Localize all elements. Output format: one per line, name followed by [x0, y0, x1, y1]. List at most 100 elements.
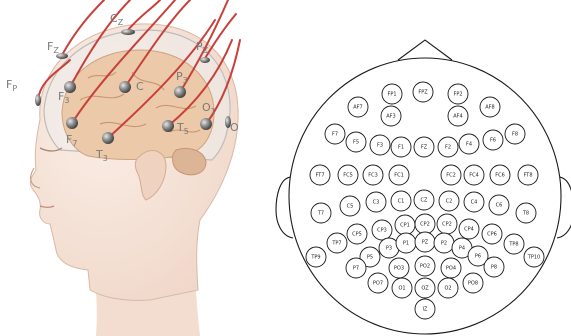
electrode-f1-10: F1 [391, 137, 411, 157]
electrode-label: C1 [398, 199, 405, 205]
electrode-label: F2 [445, 145, 451, 151]
head-illustration: CZ FZ PZ FP F3 C P3 F7 T3 T5 O1 O [6, 0, 240, 336]
electrode-label: CP6 [487, 232, 497, 238]
electrode-label: FC3 [368, 173, 378, 179]
electrode-tp7-40: TP7 [327, 233, 347, 253]
electrode-label: FC6 [495, 173, 505, 179]
electrode-fc5-17: FC5 [338, 165, 358, 185]
electrode-label: P7 [353, 266, 359, 272]
electrode-label: O2 [444, 286, 451, 292]
electrode-tp10-43: TP10 [524, 247, 544, 267]
electrode-label: FZ [421, 145, 428, 151]
electrode-fp-marker [35, 94, 41, 106]
electrode-label: T7 [317, 211, 324, 217]
electrode-f6-14: F6 [483, 130, 503, 150]
electrode-label: C2 [446, 199, 453, 205]
electrode-cp6-39: CP6 [482, 224, 502, 244]
electrode-label: AF7 [353, 105, 362, 111]
electrode-fc3-18: FC3 [363, 165, 383, 185]
electrode-label: PO2 [420, 264, 430, 270]
electrode-cp1-35: CP1 [395, 215, 415, 235]
electrode-c4-30: C4 [464, 192, 484, 212]
electrode-cp5-33: CP5 [347, 224, 367, 244]
electrode-label: FP1 [387, 92, 396, 98]
electrode-label: TP8 [508, 242, 518, 248]
electrode-p1-46: P1 [396, 233, 416, 253]
electrode-label: AF4 [453, 114, 462, 120]
electrode-label: F6 [490, 138, 496, 144]
electrode-f7-marker [66, 117, 78, 129]
electrode-label: P6 [475, 254, 481, 260]
electrode-f2-12: F2 [438, 137, 458, 157]
electrode-t8-32: T8 [516, 203, 536, 223]
electrode-fz-11: FZ [414, 137, 434, 157]
electrode-label: PO8 [468, 281, 478, 287]
electrode-label: FP2 [453, 92, 462, 98]
electrode-fp1-0: FP1 [382, 84, 402, 104]
electrode-cp3-34: CP3 [372, 220, 392, 240]
electrode-label: C6 [496, 203, 503, 209]
electrode-tp8-41: TP8 [504, 234, 524, 254]
electrode-fc4-21: FC4 [464, 165, 484, 185]
electrode-label: P2 [441, 241, 447, 247]
electrode-f5-8: F5 [346, 132, 366, 152]
electrode-fc1-19: FC1 [389, 165, 409, 185]
electrode-label: PO3 [394, 266, 404, 272]
electrode-cp2-37: CP2 [437, 214, 457, 234]
electrode-label: C5 [347, 204, 354, 210]
electrode-f3-marker [64, 81, 76, 93]
electrode-label: O1 [398, 286, 405, 292]
label-pz: PZ [196, 40, 209, 55]
electrode-c-marker [119, 81, 131, 93]
electrode-label: TP7 [331, 241, 341, 247]
electrode-o2-59: O2 [438, 278, 458, 298]
electrode-af3-4: AF3 [381, 106, 401, 126]
label-fp: FP [6, 78, 17, 93]
electrode-label: F4 [466, 142, 472, 148]
electrode-label: CP4 [464, 227, 474, 233]
electrode-label: FT7 [315, 173, 324, 179]
label-cz: CZ [110, 12, 124, 27]
electrode-label: PO7 [373, 281, 383, 287]
electrode-c1-27: C1 [391, 191, 411, 211]
electrode-label: IZ [423, 307, 428, 313]
electrode-c6-31: C6 [489, 195, 509, 215]
label-c: C [136, 80, 144, 93]
electrode-po2-54: PO2 [415, 256, 435, 276]
electrode-p2-48: P2 [434, 233, 454, 253]
electrode-label: CP3 [377, 228, 387, 234]
electrode-label: P1 [403, 241, 409, 247]
electrode-label: FC4 [469, 173, 479, 179]
electrode-t5-marker [162, 120, 174, 132]
electrode-label: CP1 [400, 223, 410, 229]
electrode-cp4-38: CP4 [459, 219, 479, 239]
electrode-o1-57: O1 [392, 278, 412, 298]
electrode-f7-7: F7 [325, 124, 345, 144]
electrode-label: FT8 [523, 173, 532, 179]
electrode-label: TP9 [310, 255, 320, 261]
electrode-label: CP2 [420, 222, 430, 228]
electrode-label: CP2 [442, 222, 452, 228]
electrode-t3-marker [102, 132, 114, 144]
electrode-label: F7 [332, 132, 338, 138]
electrode-oz-58: OZ [415, 278, 435, 298]
electrode-label: AF8 [485, 105, 494, 111]
electrode-af8-6: AF8 [480, 97, 500, 117]
electrode-label: F1 [398, 145, 404, 151]
electrode-pz-47: PZ [415, 232, 435, 252]
electrode-label: P4 [459, 246, 465, 252]
electrode-p3-marker [174, 86, 186, 98]
label-o: O [230, 121, 239, 134]
electrode-fp2-2: FP2 [448, 84, 468, 104]
electrode-label: AF3 [386, 114, 395, 120]
electrode-t7-24: T7 [311, 203, 331, 223]
electrode-p7-51: P7 [346, 258, 366, 278]
electrode-label: T8 [522, 211, 529, 217]
electrode-iz-61: IZ [415, 299, 435, 319]
electrode-label: F5 [353, 140, 359, 146]
electrode-label: F8 [512, 132, 518, 138]
electrode-label: FC1 [394, 173, 404, 179]
electrode-label: FC5 [343, 173, 353, 179]
